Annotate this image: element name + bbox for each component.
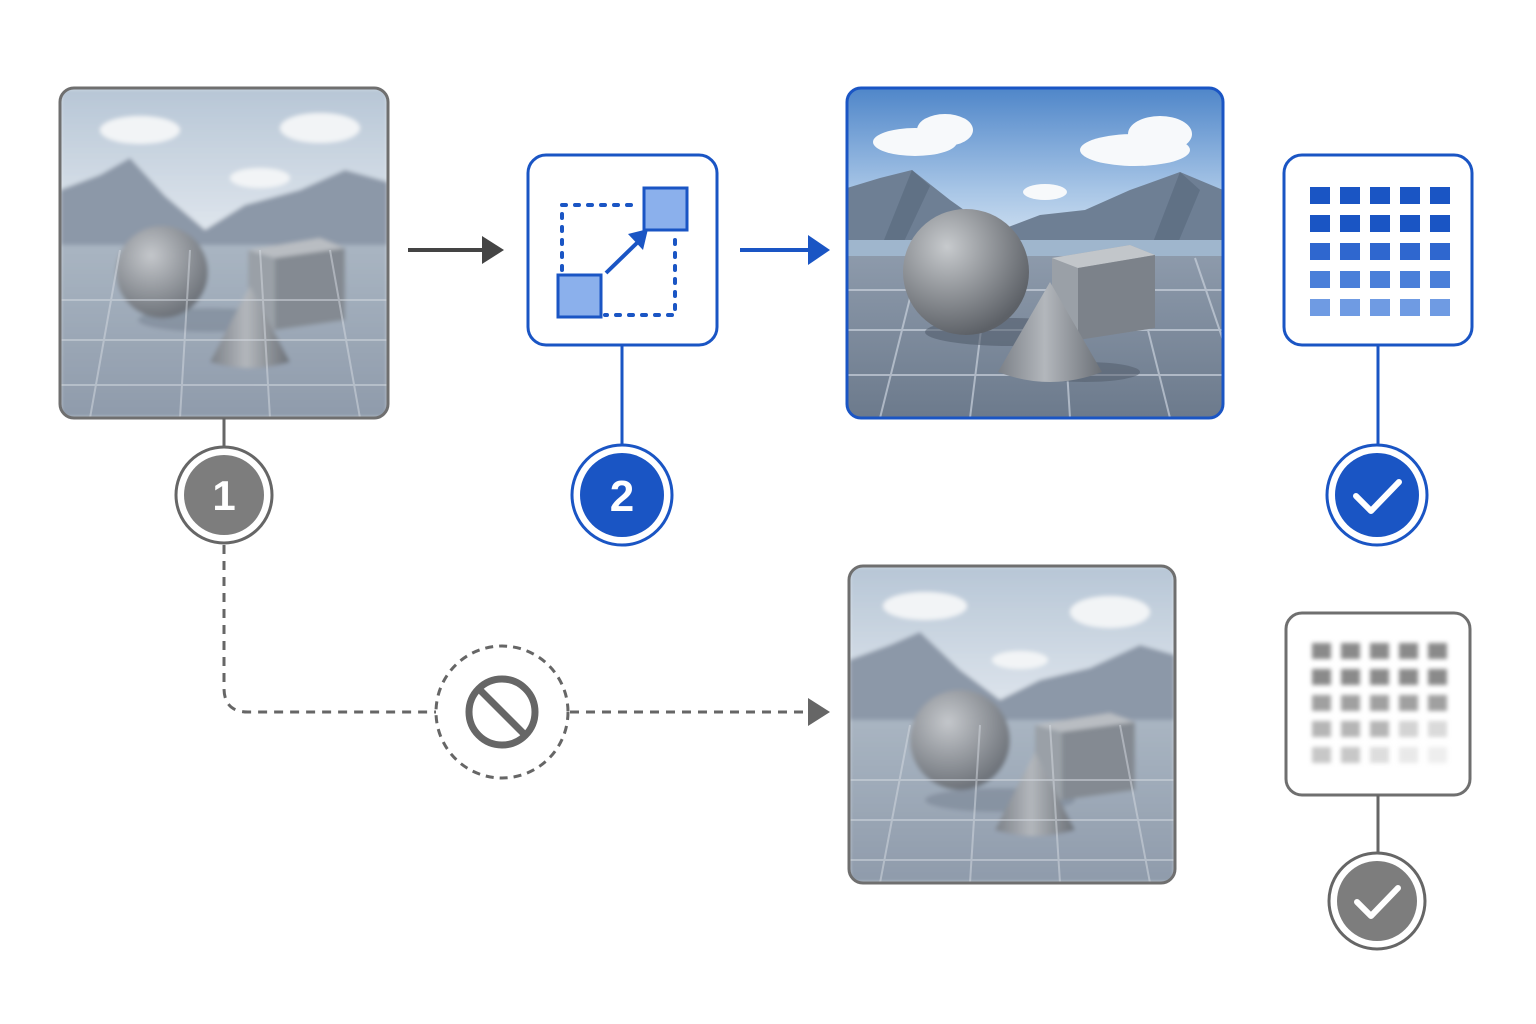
blocked-marker <box>434 644 570 780</box>
check-badge-high <box>1325 443 1429 547</box>
quality-grid-high <box>1282 153 1474 347</box>
step-badge-2: 2 <box>570 443 674 547</box>
pixel-grid-icon <box>1310 187 1450 316</box>
naive-output-frame <box>847 564 1177 885</box>
check-icon <box>1354 885 1401 919</box>
prohibited-icon <box>465 675 539 749</box>
naive-output-image <box>849 566 1175 883</box>
output-image-frame <box>845 86 1225 420</box>
check-badge-low <box>1327 851 1427 951</box>
step-badge-1: 1 <box>174 445 274 545</box>
check-icon <box>1353 479 1402 514</box>
step-badge-1-label: 1 <box>212 472 235 519</box>
step-badge-2-label: 2 <box>610 472 634 521</box>
bypass-path <box>222 545 830 726</box>
output-image-highres <box>847 88 1223 418</box>
arrow-to-upscale <box>408 236 504 264</box>
pixel-grid-faded-icon <box>1312 643 1447 763</box>
upscale-icon <box>556 186 689 319</box>
arrow-to-output <box>740 235 830 265</box>
quality-grid-low <box>1284 611 1472 797</box>
upscale-box <box>526 153 719 347</box>
input-image-lowres <box>60 88 388 418</box>
